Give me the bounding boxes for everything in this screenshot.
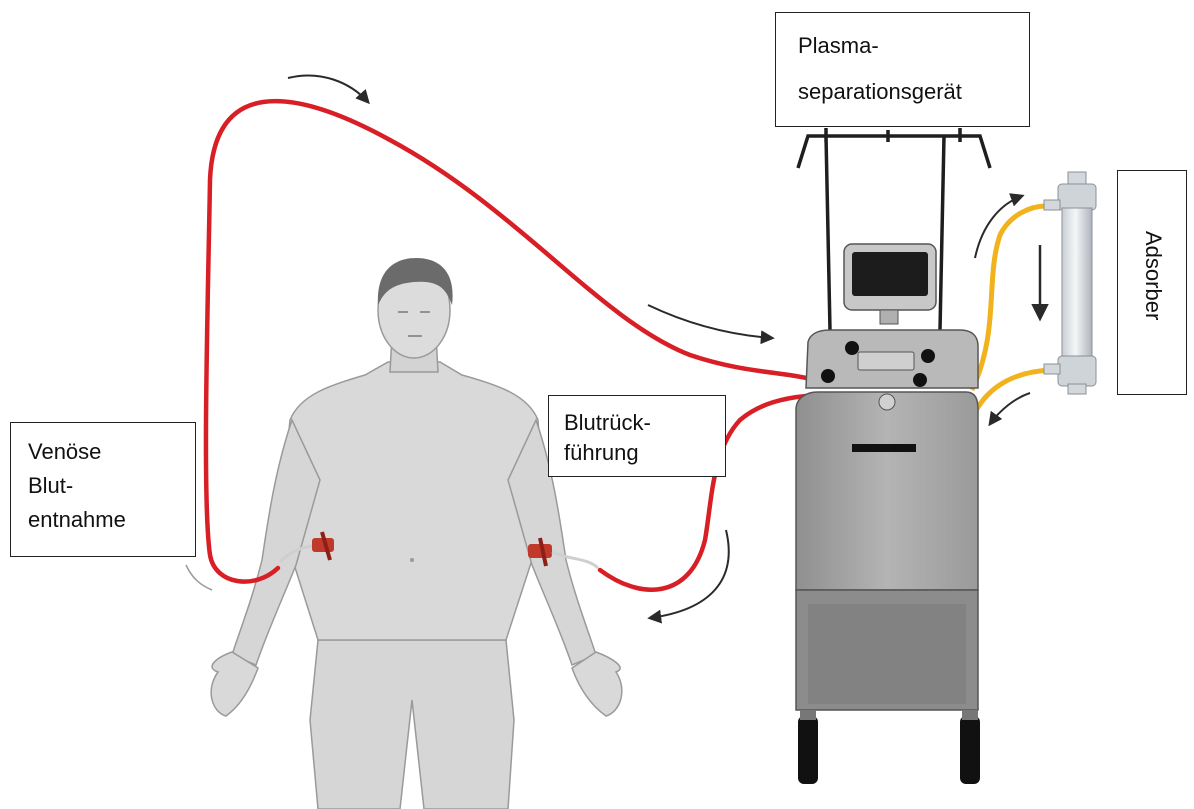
adsorber-label: Adsorber	[1117, 170, 1187, 395]
venous-draw-label-line1: Venöse	[28, 435, 195, 469]
plasma-separator-machine	[796, 128, 990, 784]
plasma-separator-label: Plasma- separationsgerät	[775, 12, 1030, 127]
arrow-top	[288, 75, 368, 102]
plasma-line-in	[975, 370, 1050, 412]
venous-draw-label-line3: entnahme	[28, 503, 195, 537]
blood-return-label: Blutrück- führung	[548, 395, 726, 477]
arrow-left-arm	[186, 565, 212, 590]
adsorber-column	[1044, 172, 1096, 394]
venous-draw-label-line2: Blut-	[28, 469, 195, 503]
human-figure	[211, 258, 622, 809]
human-torso	[280, 362, 545, 640]
blood-return-label-line2: führung	[564, 438, 725, 468]
wheel-right	[960, 716, 980, 784]
arrow-into-machine	[648, 305, 772, 338]
wheel-left	[798, 716, 818, 784]
plasma-separator-label-line1: Plasma-	[798, 23, 1029, 69]
adsorber-label-text: Adsorber	[1140, 231, 1166, 320]
arrow-back-to-machine	[990, 393, 1030, 424]
human-legs	[310, 640, 514, 809]
blood-return-label-line1: Blutrück-	[564, 408, 725, 438]
plasma-separator-label-line2: separationsgerät	[798, 69, 1029, 115]
machine-body	[796, 392, 978, 590]
venous-draw-label: Venöse Blut- entnahme	[10, 422, 196, 557]
